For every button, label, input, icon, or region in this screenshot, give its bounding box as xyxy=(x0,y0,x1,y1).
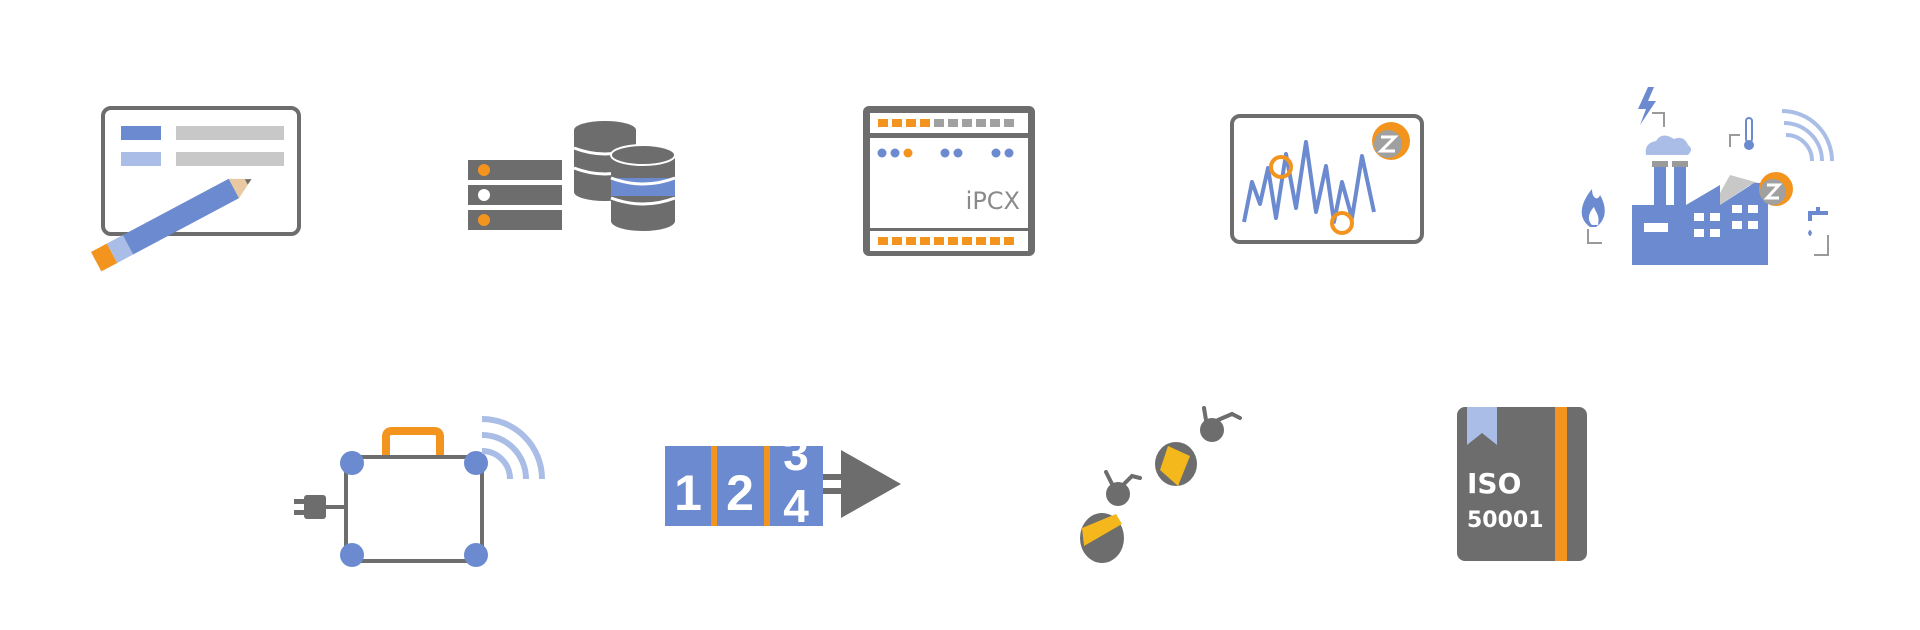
monitoring-chart-icon xyxy=(1228,112,1428,247)
iso-code: 50001 xyxy=(1467,508,1544,533)
form-edit-icon xyxy=(85,90,305,272)
ipcx-device-icon: iPCX xyxy=(860,103,1040,258)
digit-1: 1 xyxy=(674,465,702,521)
number-sequence-icon: 1 2 3 4 xyxy=(665,428,905,540)
portable-case-icon xyxy=(290,405,545,567)
digit-2: 2 xyxy=(726,465,754,521)
ipcx-label: iPCX xyxy=(966,187,1020,215)
digit-3: 3 xyxy=(783,428,809,480)
ant-1 xyxy=(1080,470,1142,563)
digit-4: 4 xyxy=(783,480,809,532)
industrial-plant-icon xyxy=(1570,85,1840,275)
iso-title: ISO xyxy=(1467,467,1521,500)
iso-book-icon: ISO 50001 xyxy=(1455,405,1595,565)
ant-2 xyxy=(1155,406,1242,486)
server-database-icon xyxy=(468,121,688,237)
ants-icon xyxy=(1070,400,1260,570)
